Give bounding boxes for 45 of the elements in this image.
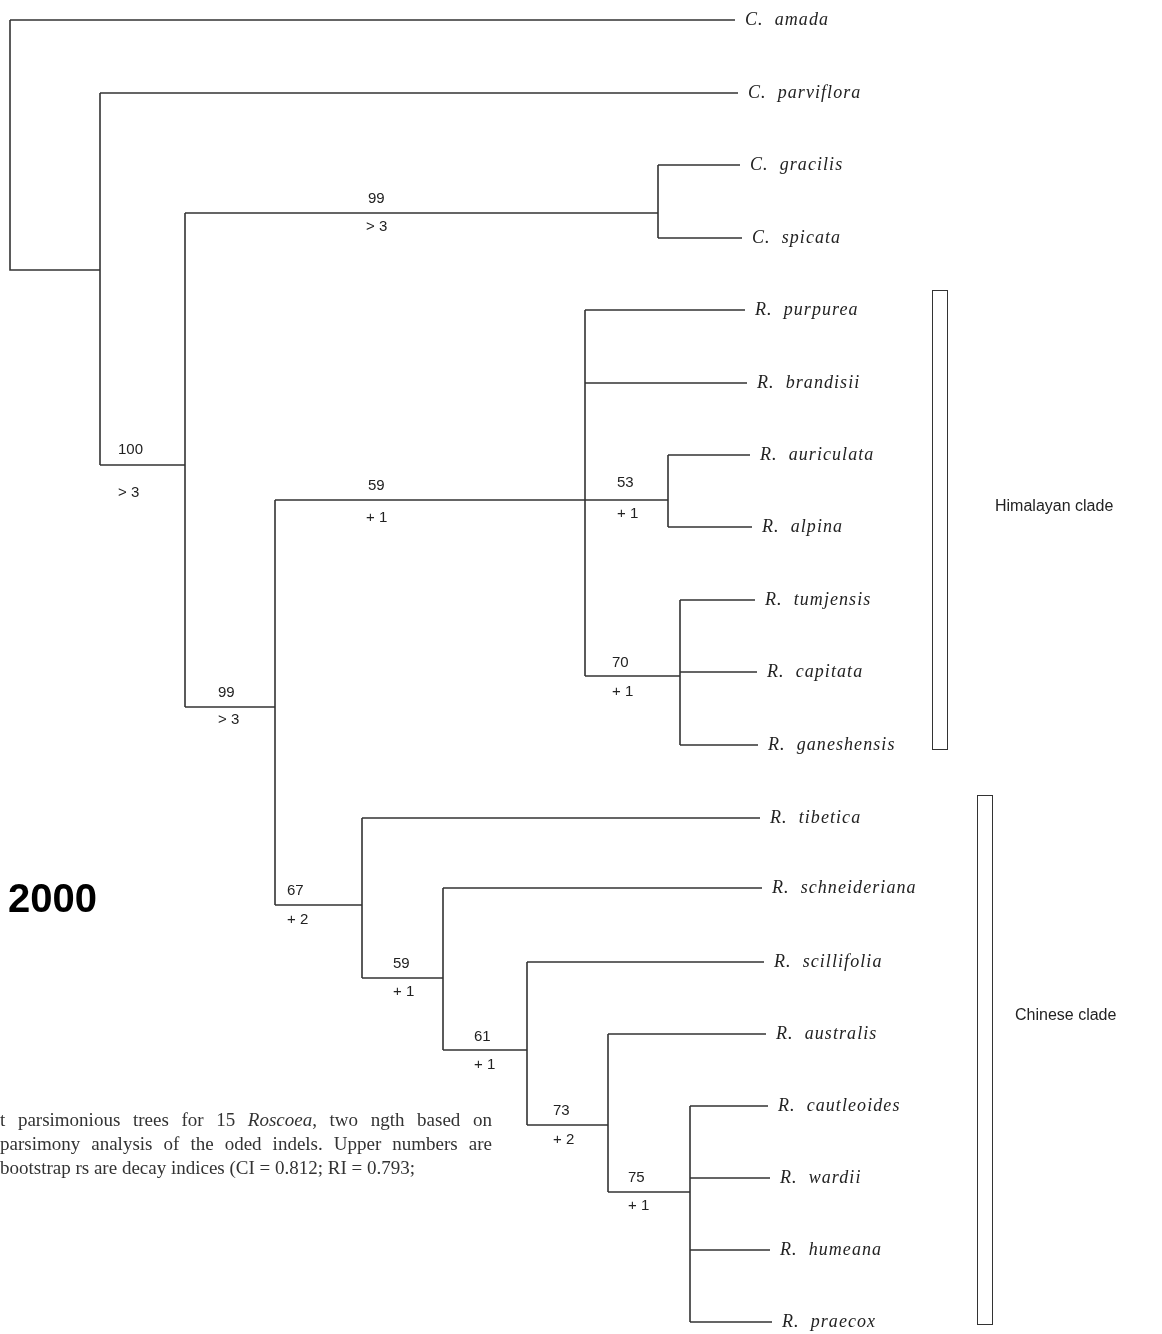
support-value: 75 — [628, 1169, 645, 1184]
support-value: 59 — [393, 955, 410, 970]
taxon-name: R. australis — [776, 1024, 878, 1042]
taxon-name: R. tumjensis — [765, 590, 872, 608]
taxon-name: R. ganeshensis — [768, 735, 896, 753]
taxon-name: R. schneideriana — [772, 878, 917, 896]
taxon-name: R. cautleoides — [778, 1096, 901, 1114]
support-value: 100 — [118, 441, 144, 456]
taxon-name: R. alpina — [762, 517, 844, 535]
support-value: 53 — [617, 474, 634, 489]
support-value: + 1 — [393, 983, 415, 998]
year-label: 2000 — [8, 878, 97, 918]
support-value: 99 — [218, 684, 235, 699]
support-value: + 1 — [366, 509, 388, 524]
taxon-name: C. parviflora — [748, 83, 862, 101]
figure-caption: t parsimonious trees for 15 Roscoea, two ngth based on parsimony analysis of the oded indels. Upper numbers are bootstrap rs are decay indices (CI = 0.812; RI = 0.793; — [0, 1108, 492, 1180]
support-value: + 1 — [628, 1197, 650, 1212]
support-value: > 3 — [366, 218, 388, 233]
clade-label: Himalayan clade — [995, 498, 1114, 514]
taxon-name: R. tibetica — [770, 808, 862, 826]
taxon-name: C. spicata — [752, 228, 842, 246]
taxon-name: C. amada — [745, 10, 830, 28]
support-value: + 1 — [474, 1056, 496, 1071]
support-value: > 3 — [118, 484, 140, 499]
support-value: > 3 — [218, 711, 240, 726]
support-value: + 2 — [287, 911, 309, 926]
taxon-name: R. scillifolia — [774, 952, 883, 970]
support-value: 73 — [553, 1102, 570, 1117]
taxon-name: C. gracilis — [750, 155, 844, 173]
taxon-name: R. purpurea — [755, 300, 859, 318]
taxon-name: R. auriculata — [760, 445, 875, 463]
taxon-name: R. capitata — [767, 662, 864, 680]
support-value: + 1 — [617, 505, 639, 520]
clade-label: Chinese clade — [1015, 1007, 1117, 1023]
support-value: 99 — [368, 190, 385, 205]
support-value: 59 — [368, 477, 385, 492]
taxon-name: R. humeana — [780, 1240, 883, 1258]
support-value: 61 — [474, 1028, 491, 1043]
support-value: 67 — [287, 882, 304, 897]
taxon-name: R. wardii — [780, 1168, 862, 1186]
support-value: + 2 — [553, 1131, 575, 1146]
support-value: 70 — [612, 654, 629, 669]
support-value: + 1 — [612, 683, 634, 698]
taxon-name: R. brandisii — [757, 373, 861, 391]
taxon-name: R. praecox — [782, 1312, 877, 1330]
